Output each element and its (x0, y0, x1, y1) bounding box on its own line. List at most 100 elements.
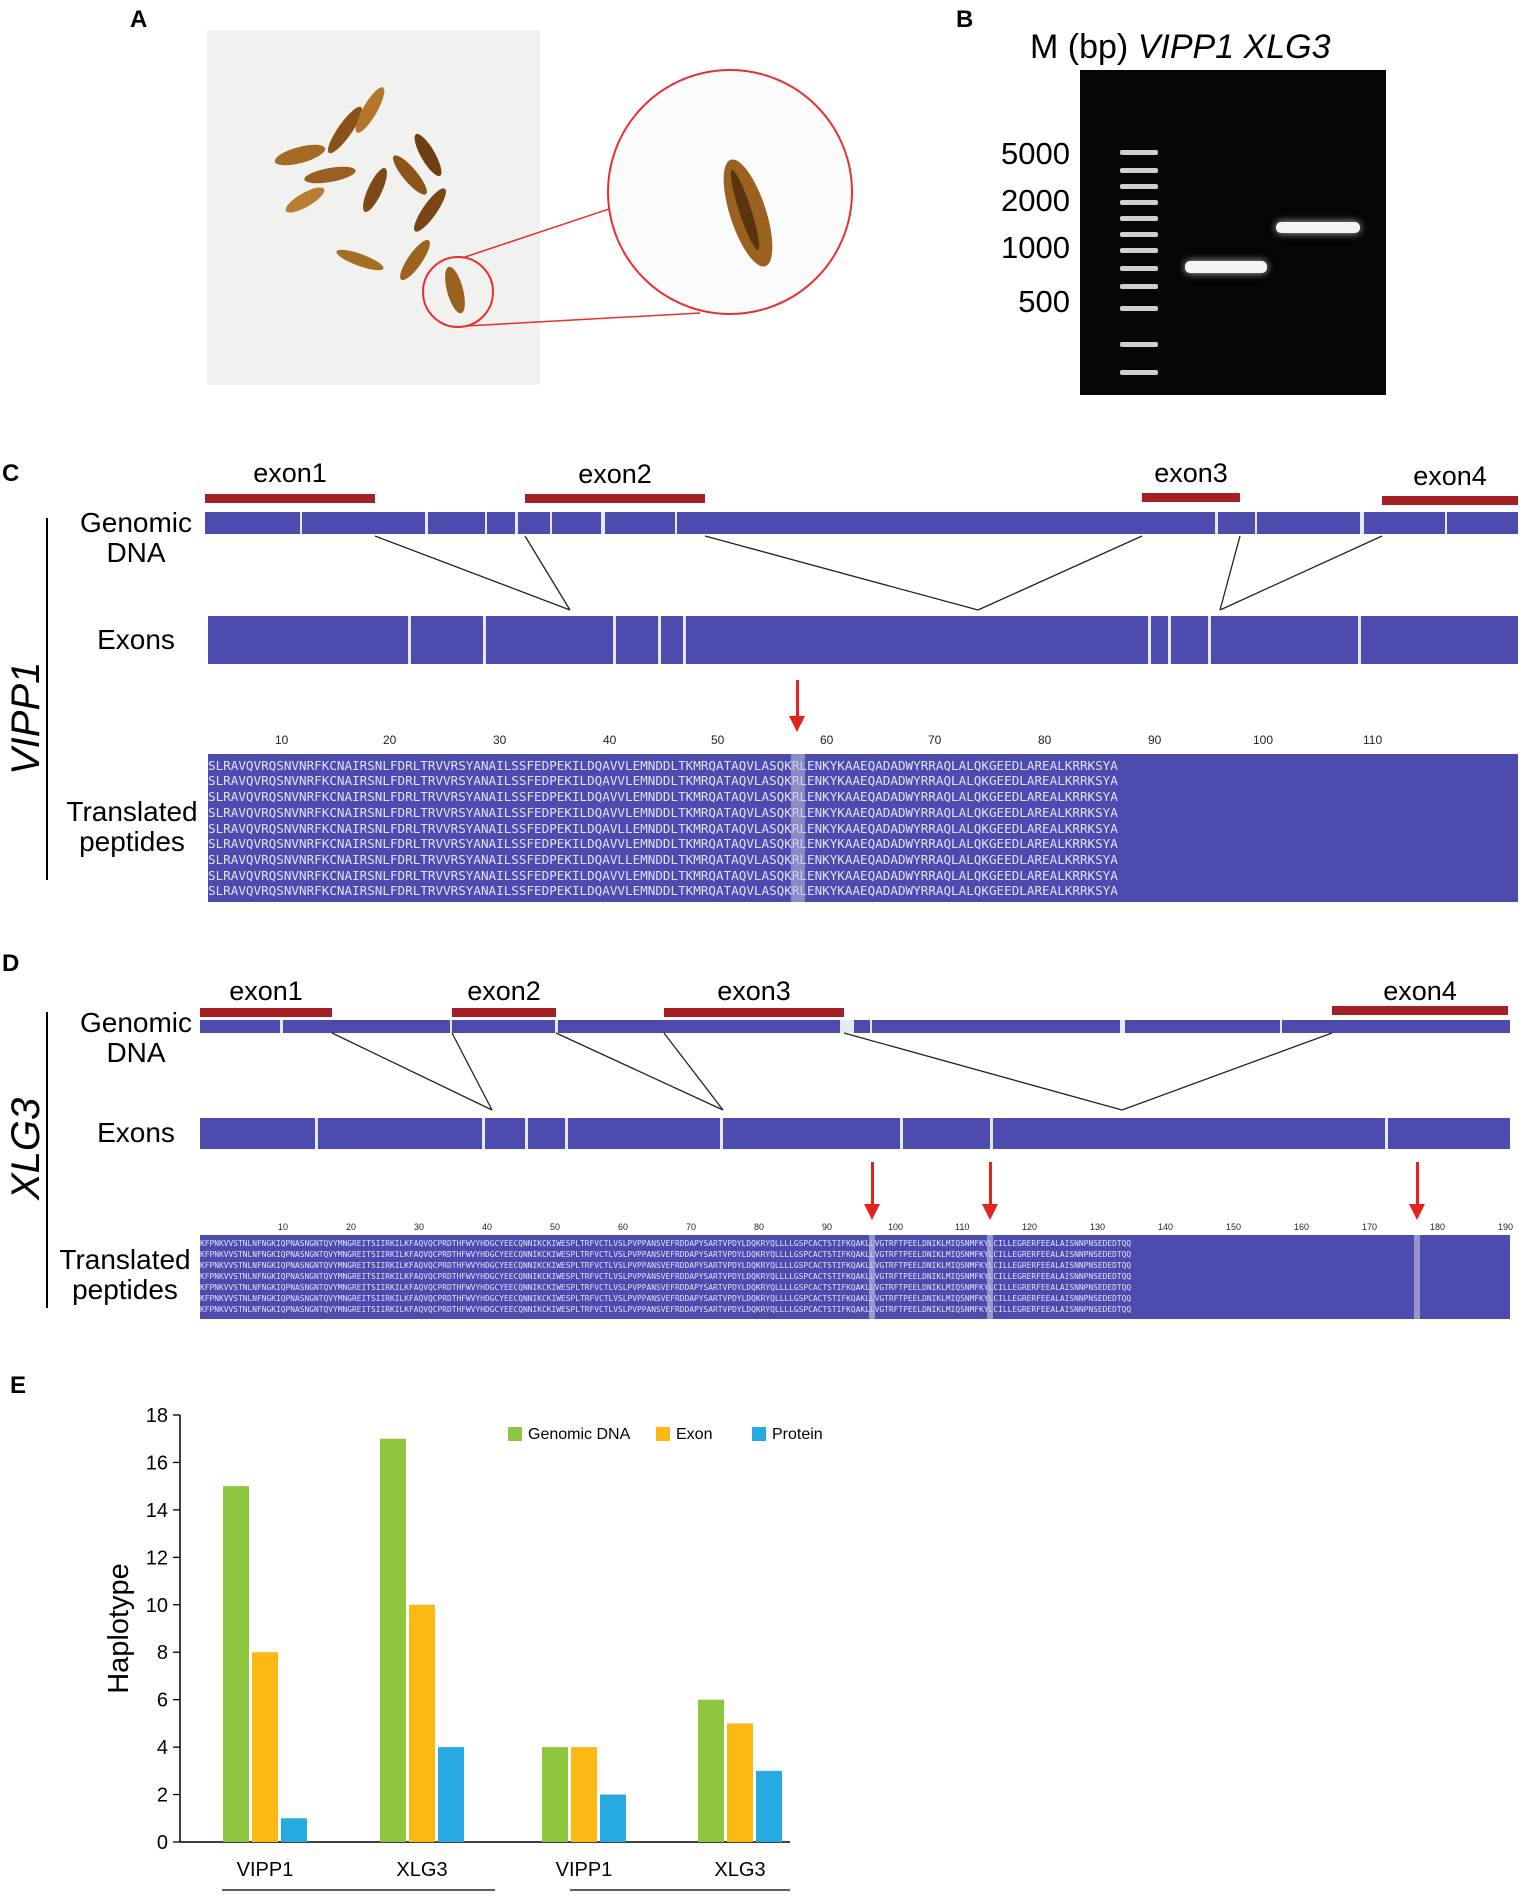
y-tick-label: 2 (157, 1785, 168, 1807)
bar-genomic-dna (542, 1747, 568, 1842)
bar-exon (727, 1723, 753, 1842)
gel-unit-label: (bp) (1067, 28, 1129, 66)
ruler-tick: 150 (1226, 1222, 1242, 1232)
peptide-row: KFPNKVVSTNLNFNGKIQPNASNGNTQVYMNGREITSIIR… (200, 1305, 1132, 1314)
seed-cluster (274, 87, 465, 314)
exon-label: exon2 (467, 976, 541, 1006)
peptide-row: SLRAVQVRQSNVNRFKCNAIRSNLFDRLTRVVRSYANAIL… (208, 852, 1118, 867)
exon-bar (1332, 1006, 1508, 1015)
panel-label-c: C (2, 460, 20, 487)
gel-lane1-label: VIPP1 (1137, 28, 1235, 66)
exon-bar (1382, 496, 1518, 505)
variant-column-highlight (869, 1235, 875, 1319)
peptide-alignment-c: SLRAVQVRQSNVNRFKCNAIRSNLFDRLTRVVRSYANAIL… (208, 754, 1518, 902)
panel-label-d: D (2, 950, 20, 977)
gel-lane2-label: XLG3 (1243, 28, 1331, 66)
vipp1-band (1185, 261, 1267, 273)
peptide-row: KFPNKVVSTNLNFNGKIQPNASNGNTQVYMNGREITSIIR… (200, 1261, 1132, 1270)
exon-label: exon2 (578, 459, 652, 489)
gel-size-5000: 5000 (1001, 136, 1070, 171)
y-tick-label: 10 (146, 1595, 168, 1617)
panel-c-bracket (46, 518, 48, 880)
variant-column-highlight (987, 1235, 993, 1319)
exon-label: exon1 (253, 458, 327, 488)
legend-label: Genomic DNA (528, 1426, 631, 1443)
seed-photo (207, 30, 853, 385)
ruler-tick: 190 (1498, 1222, 1514, 1232)
genomic-alignment-track (205, 512, 1518, 534)
gel-header: M (bp) VIPP1 XLG3 (1030, 28, 1331, 67)
variant-column-highlight (1414, 1235, 1420, 1319)
bar-exon (409, 1604, 435, 1842)
legend-label: Protein (772, 1426, 823, 1443)
ruler-tick: 60 (618, 1222, 629, 1232)
legend-swatch (508, 1427, 522, 1441)
ruler-tick: 70 (928, 733, 942, 747)
exon-bar (452, 1008, 556, 1017)
peptide-row: SLRAVQVRQSNVNRFKCNAIRSNLFDRLTRVVRSYANAIL… (208, 773, 1118, 788)
ruler-tick: 100 (1253, 733, 1274, 747)
ruler-tick: 40 (482, 1222, 493, 1232)
exon-bar (525, 494, 705, 503)
ruler-tick: 160 (1294, 1222, 1310, 1232)
gel-size-1000: 1000 (1001, 230, 1070, 265)
y-axis-label: Haplotype (103, 1563, 135, 1694)
ladder-band (1120, 184, 1158, 189)
gel-size-500: 500 (1018, 284, 1070, 319)
bar-genomic-dna (380, 1438, 406, 1842)
exon-label: exon4 (1383, 976, 1457, 1006)
category-label: VIPP1 (556, 1859, 613, 1881)
ruler-tick: 80 (1038, 733, 1052, 747)
gene-label-xlg3: XLG3 (4, 1097, 48, 1200)
xlg3-band (1276, 222, 1360, 233)
exon-bar (205, 494, 375, 503)
exon-alignment-track (208, 616, 1518, 664)
exon-alignment-track (200, 1118, 1510, 1149)
chart-bars (223, 1438, 782, 1842)
peptide-row: KFPNKVVSTNLNFNGKIQPNASNGNTQVYMNGREITSIIR… (200, 1239, 1132, 1248)
selection-circle (422, 256, 494, 328)
ruler-tick: 50 (711, 733, 725, 747)
exon-label: exon3 (717, 976, 791, 1006)
ruler-tick: 40 (603, 733, 617, 747)
ladder-band (1120, 266, 1158, 271)
ruler-tick: 10 (278, 1222, 289, 1232)
ladder-band (1120, 342, 1158, 347)
exon-bar (664, 1008, 844, 1017)
variant-column-highlight (791, 754, 805, 902)
peptide-ruler-c: 10 20 30 40 50 60 70 80 90 100 110 (208, 733, 1518, 751)
bar-protein (756, 1770, 782, 1842)
peptide-alignment-d: KFPNKVVSTNLNFNGKIQPNASNGNTQVYMNGREITSIIR… (200, 1235, 1510, 1319)
gene-label-vipp1: VIPP1 (4, 661, 48, 775)
ruler-tick: 30 (414, 1222, 425, 1232)
bar-protein (600, 1794, 626, 1842)
y-tick-label: 8 (157, 1642, 168, 1664)
ladder-band (1120, 216, 1158, 221)
y-tick-label: 12 (146, 1547, 168, 1569)
row-label-exons: Exons (97, 624, 175, 655)
category-label: VIPP1 (237, 1859, 294, 1881)
gel-image (1080, 70, 1386, 395)
ruler-tick: 130 (1090, 1222, 1106, 1232)
exon-bar (1142, 493, 1240, 502)
y-tick-label: 18 (146, 1405, 168, 1427)
y-tick-label: 0 (157, 1832, 168, 1854)
peptide-ruler-d: 10 20 30 40 50 60 70 80 90 100 110 120 1… (200, 1222, 1514, 1236)
bar-exon (252, 1652, 278, 1842)
ladder-band (1120, 168, 1158, 173)
exon-label: exon4 (1413, 461, 1487, 491)
ruler-tick: 30 (493, 733, 507, 747)
y-tick-label: 6 (157, 1690, 168, 1712)
row-label-genomic: Genomic DNA (79, 1007, 193, 1068)
ladder-band (1120, 248, 1158, 253)
bar-exon (571, 1747, 597, 1842)
bar-genomic-dna (698, 1699, 724, 1842)
exon-label: exon3 (1154, 458, 1228, 488)
ruler-tick: 20 (346, 1222, 357, 1232)
row-label-peptides: Translated peptides (59, 1244, 191, 1305)
y-tick-label: 4 (157, 1737, 168, 1759)
ladder-band (1120, 370, 1158, 375)
peptide-row: SLRAVQVRQSNVNRFKCNAIRSNLFDRLTRVVRSYANAIL… (208, 836, 1118, 851)
